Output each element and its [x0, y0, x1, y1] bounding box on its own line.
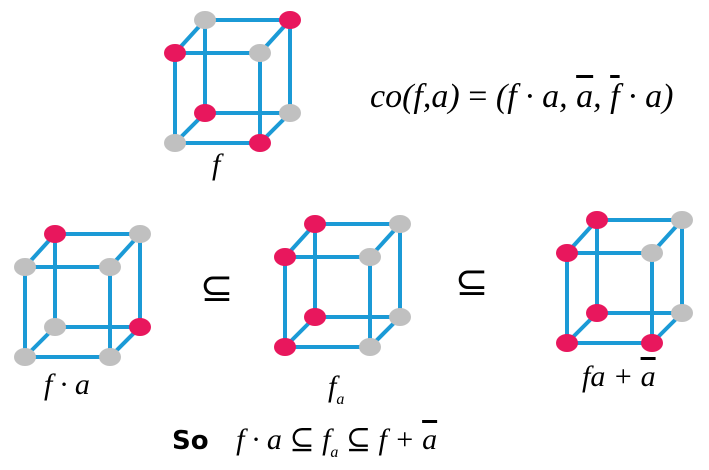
- vertex-back-top-left-on: [586, 211, 608, 229]
- equation-equals: =: [468, 78, 488, 115]
- vertex-front-top-left-off: [14, 258, 36, 276]
- vertex-front-bottom-right-on: [641, 334, 663, 352]
- subset-symbol-2: ⊆: [455, 259, 489, 305]
- vertex-back-top-right-off: [389, 215, 411, 233]
- vertex-back-top-right-off: [671, 211, 693, 229]
- cube-f: [164, 11, 301, 152]
- equation-rhs-open: (f · a,: [495, 78, 577, 115]
- vertex-back-bottom-right-on: [129, 318, 151, 336]
- label-sum-fa: fa +: [582, 360, 641, 393]
- vertex-front-bottom-left-on: [556, 334, 578, 352]
- vertex-front-bottom-right-on: [249, 134, 271, 152]
- vertex-front-top-left-on: [274, 248, 296, 266]
- equation-lhs: co(f,a): [370, 78, 460, 115]
- vertex-back-bottom-left-on: [194, 104, 216, 122]
- vertex-front-bottom-left-off: [164, 134, 186, 152]
- conclusion-so: So: [172, 426, 209, 456]
- vertex-back-bottom-left-on: [304, 308, 326, 326]
- equation-comma: ,: [593, 78, 611, 115]
- label-sum-abar: a: [640, 360, 656, 393]
- label-f-dot-a: f · a: [44, 368, 90, 401]
- conclusion-expr-part1: f · a ⊆ f: [236, 423, 331, 456]
- label-f: f: [212, 148, 221, 181]
- vertex-front-top-left-on: [164, 44, 186, 62]
- vertex-front-top-right-off: [359, 248, 381, 266]
- vertex-back-bottom-right-off: [279, 104, 301, 122]
- conclusion-expr-sub: a: [330, 444, 339, 461]
- cube-fa: [274, 215, 411, 356]
- vertex-front-top-left-on: [556, 244, 578, 262]
- vertex-front-bottom-left-off: [14, 348, 36, 366]
- vertex-front-top-right-off: [641, 244, 663, 262]
- vertex-back-top-left-on: [304, 215, 326, 233]
- label-fa-sub: a: [336, 391, 345, 408]
- vertex-back-bottom-right-off: [671, 304, 693, 322]
- vertex-back-bottom-left-off: [44, 318, 66, 336]
- label-fa-plus-abar: fa + a: [582, 362, 656, 392]
- conclusion-expr-part2: ⊆ f +: [338, 423, 423, 456]
- vertex-front-top-right-off: [249, 44, 271, 62]
- vertex-back-top-left-off: [194, 11, 216, 29]
- label-fa-base: f: [328, 370, 337, 403]
- vertex-back-top-right-on: [279, 11, 301, 29]
- equation-fbar: f: [610, 78, 620, 115]
- subset-symbol-1: ⊆: [200, 265, 234, 311]
- cube-fa-plus-abar: [556, 211, 693, 352]
- conclusion-expr-abar: a: [422, 423, 438, 456]
- equation-rhs-close: · a): [619, 78, 674, 115]
- label-fa: fa: [328, 370, 344, 408]
- vertex-back-top-right-off: [129, 225, 151, 243]
- equation-co: co(f,a) = (f · a, a, f · a): [370, 80, 673, 114]
- vertex-back-top-left-on: [44, 225, 66, 243]
- cube-f-dot-a: [14, 225, 151, 366]
- vertex-back-bottom-left-on: [586, 304, 608, 322]
- vertex-front-bottom-right-off: [359, 338, 381, 356]
- conclusion: So f · a ⊆ fa ⊆ f + a: [172, 423, 438, 461]
- vertex-front-bottom-left-on: [274, 338, 296, 356]
- vertex-front-bottom-right-off: [99, 348, 121, 366]
- equation-abar: a: [576, 78, 594, 115]
- vertex-front-top-right-off: [99, 258, 121, 276]
- vertex-back-bottom-right-off: [389, 308, 411, 326]
